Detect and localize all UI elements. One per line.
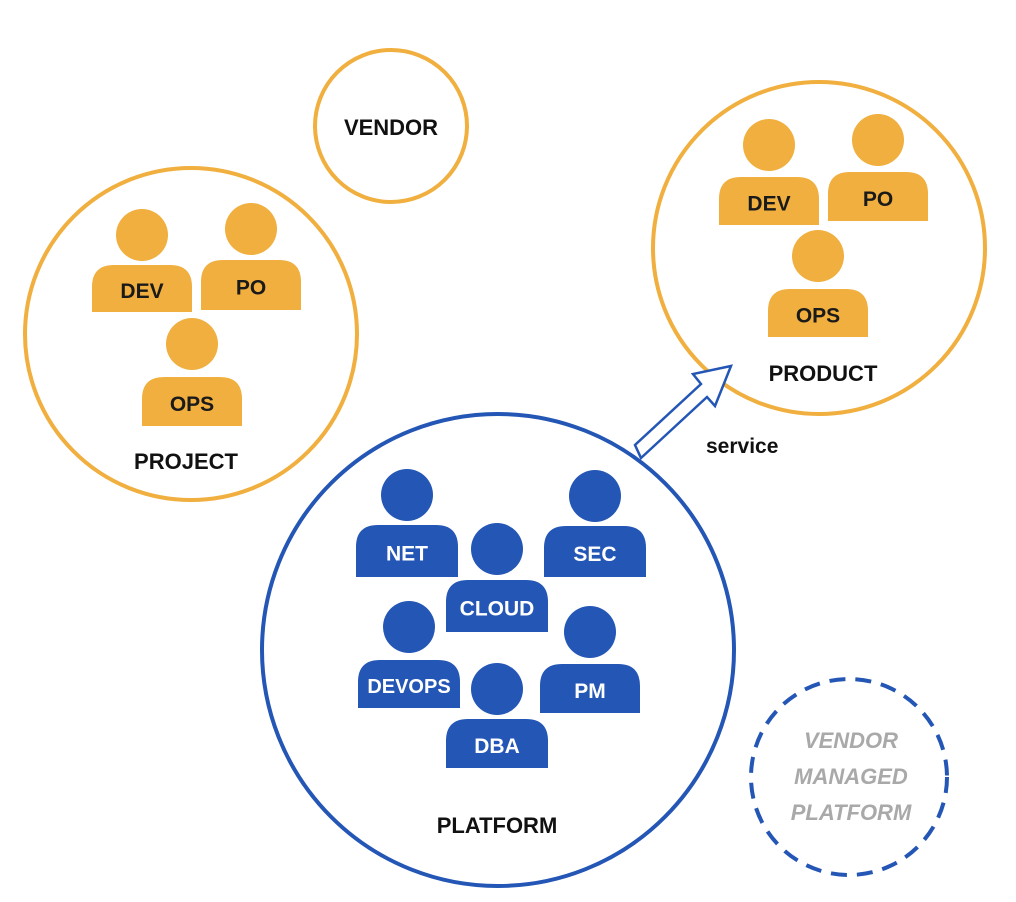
person-body [540,664,640,713]
person-icon: OPS [768,230,868,337]
person-body [446,719,548,768]
role-label-dba: DBA [474,735,520,758]
vendor-circle [313,48,469,204]
person-head [383,601,435,653]
person-body [142,377,242,426]
platform-label: PLATFORM [437,813,558,838]
arrow-icon [633,364,734,461]
person-icon: PO [828,114,928,221]
person-icon: PO [201,203,301,310]
project-circle [23,166,359,502]
people-layer: DEV PO OPS DEV PO OPS NET SEC CLOUD DEVOPS PM DBA [92,114,928,768]
role-label-po: PO [236,277,266,300]
vendor-managed-platform-label: VENDOR MANAGED PLATFORM [791,728,912,825]
role-label-devops: DEVOPS [367,676,450,698]
person-head [564,606,616,658]
person-body [544,526,646,577]
service-label: service [706,435,778,458]
person-icon: DBA [446,663,548,768]
person-icon: DEV [92,209,192,312]
role-label-ops: OPS [796,305,840,328]
person-body [201,260,301,310]
role-label-cloud: CLOUD [460,598,535,621]
role-label-net: NET [386,543,428,566]
vendor-managed-line-1: VENDOR [804,728,898,753]
person-icon: DEV [719,119,819,225]
person-head [792,230,844,282]
person-body [828,172,928,221]
person-body [358,660,460,708]
vendor-managed-line-3: PLATFORM [791,800,912,825]
person-head [166,318,218,370]
person-body [446,580,548,632]
person-icon: SEC [544,470,646,577]
person-icon: CLOUD [446,523,548,632]
person-icon: PM [540,606,640,713]
person-body [356,525,458,577]
vendor-label: VENDOR [344,115,438,140]
person-head [471,523,523,575]
person-body [768,289,868,337]
person-head [569,470,621,522]
product-circle [651,80,987,416]
person-head [471,663,523,715]
role-label-po: PO [863,188,893,211]
person-head [743,119,795,171]
role-label-sec: SEC [573,543,616,566]
role-label-ops: OPS [170,393,214,416]
person-body [719,177,819,225]
vendor-managed-platform-circle [749,677,949,877]
person-body [92,265,192,312]
person-head [381,469,433,521]
product-label: PRODUCT [769,361,878,386]
person-head [852,114,904,166]
person-head [116,209,168,261]
person-icon: NET [356,469,458,577]
person-icon: OPS [142,318,242,426]
role-label-pm: PM [574,680,606,703]
role-label-dev: DEV [747,193,790,216]
vendor-managed-line-2: MANAGED [794,764,908,789]
person-icon: DEVOPS [358,601,460,708]
platform-circle [260,412,736,888]
person-head [225,203,277,255]
role-label-dev: DEV [120,280,163,303]
project-label: PROJECT [134,449,238,474]
